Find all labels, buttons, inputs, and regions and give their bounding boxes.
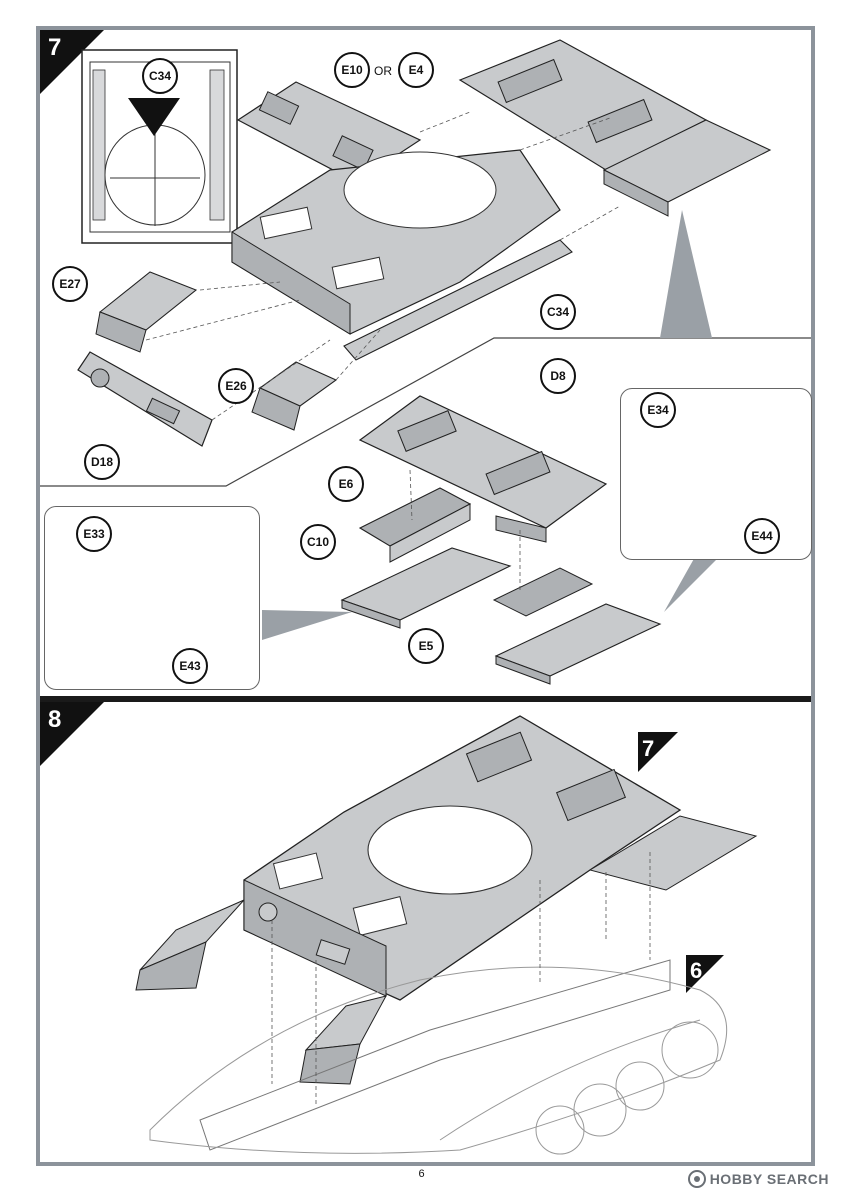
step7-reference: 7: [642, 736, 655, 761]
stowage-bin-e5: [492, 567, 594, 617]
step7-ref-marker: [638, 732, 678, 772]
fender-c34: [343, 239, 573, 361]
watermark-logo-icon: [687, 1170, 706, 1188]
step-divider: [40, 696, 811, 702]
callout-c10: C10: [300, 524, 336, 560]
step7-marker: [40, 30, 104, 94]
callout-e34: E34: [640, 392, 676, 428]
detail-pointer-left: [262, 610, 352, 640]
callout-d8: D8: [540, 358, 576, 394]
c34-arrow-marker: [128, 98, 180, 136]
callout-d18: D18: [84, 444, 120, 480]
step6-ref-marker: [686, 955, 724, 993]
step8-number: 8: [48, 706, 62, 733]
engine-deck-d8: [358, 395, 608, 529]
watermark-text: HOBBY SEARCH: [709, 1171, 829, 1187]
watermark: HOBBY SEARCH: [687, 1170, 829, 1188]
front-fender-right: [304, 995, 387, 1051]
front-plate-d18: [77, 351, 213, 447]
track-outline: [149, 966, 728, 1155]
step6-reference: 6: [690, 958, 703, 983]
callout-e33: E33: [76, 516, 112, 552]
step8-marker: [40, 702, 104, 766]
callout-e44: E44: [744, 518, 780, 554]
page-number: 6: [418, 1168, 425, 1180]
callout-e4: E4: [398, 52, 434, 88]
callout-e26: E26: [218, 368, 254, 404]
detail-pointer-upper: [660, 210, 712, 338]
step7-number: 7: [48, 34, 62, 61]
section-divider-line: [40, 337, 811, 487]
or-label: OR: [374, 64, 392, 78]
callout-c34: C34: [540, 294, 576, 330]
callout-e6: E6: [328, 466, 364, 502]
callout-c34-inset: C34: [142, 58, 178, 94]
callout-e27: E27: [52, 266, 88, 302]
callout-e10: E10: [334, 52, 370, 88]
detail-pointer-right: [664, 548, 716, 612]
callout-e5: E5: [408, 628, 444, 664]
callout-e43: E43: [172, 648, 208, 684]
